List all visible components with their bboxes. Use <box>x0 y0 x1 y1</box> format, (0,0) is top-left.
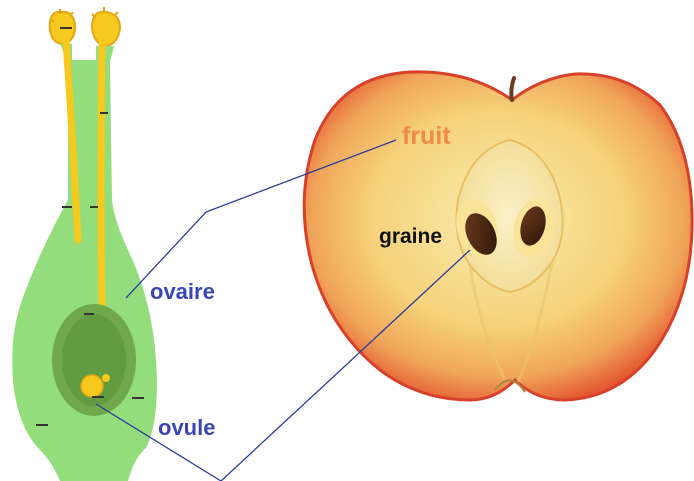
stigma <box>50 7 120 46</box>
label-graine: graine <box>379 226 442 247</box>
label-ovule: ovule <box>158 417 215 439</box>
label-fruit: fruit <box>402 124 451 149</box>
apple-stem <box>511 78 514 100</box>
label-ovaire: ovaire <box>150 281 215 303</box>
pistil-illustration <box>12 7 157 481</box>
embryo-sac <box>81 375 103 397</box>
apple-illustration <box>304 72 692 400</box>
